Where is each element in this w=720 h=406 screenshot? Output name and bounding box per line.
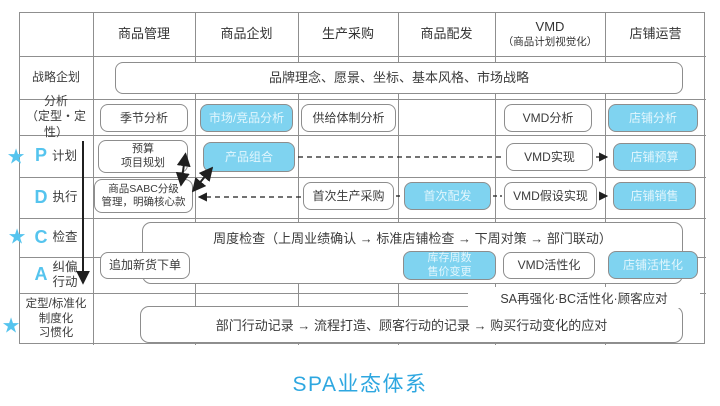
grid-vline-6 bbox=[605, 12, 606, 345]
diagram-title: SPA业态体系 bbox=[292, 373, 428, 396]
vmd-realization-box: VMD实现 bbox=[506, 143, 593, 171]
sabc-grading-box: 商品SABC分级 管理，明确核心款 bbox=[94, 179, 193, 213]
inventory-weeks-price-change-box: 库存周数 售价变更 bbox=[403, 251, 496, 280]
vmd-analysis-box: VMD分析 bbox=[504, 104, 592, 132]
weekly-check-text: 周度检查（上周业绩确认 → 标准店铺检查 → 下周对策 → 部门联动） bbox=[213, 231, 612, 246]
vmd-hypothesis-realization-box: VMD假设实现 bbox=[504, 182, 597, 210]
row-header-strategic-planning: 战略企划 bbox=[31, 69, 80, 84]
department-action-box: 部门行动记录 → 流程打造、顾客行动的记录 → 购买行动变化的应对 bbox=[140, 306, 683, 343]
star-icon: ★ bbox=[1, 314, 21, 338]
grid-vline-1 bbox=[93, 12, 94, 345]
store-budget-box: 店铺预算 bbox=[613, 143, 696, 171]
product-mix-box: 产品组合 bbox=[203, 142, 295, 172]
store-activation-box: 店铺活性化 bbox=[608, 251, 698, 279]
star-icon: ★ bbox=[7, 225, 27, 249]
grid-hline-4 bbox=[19, 177, 706, 178]
store-sales-box: 店铺销售 bbox=[613, 182, 696, 210]
grid-hline-5 bbox=[19, 218, 706, 219]
budget-project-plan-box: 预算 项目规划 bbox=[98, 140, 188, 173]
supply-system-analysis-box: 供给体制分析 bbox=[301, 104, 396, 132]
vmd-activation-box: VMD活性化 bbox=[503, 252, 595, 279]
grid-hline-3 bbox=[19, 135, 706, 136]
grid-vline-3 bbox=[298, 12, 299, 345]
column-header-production-purchasing: 生产采购 bbox=[321, 25, 374, 41]
column-header-merchandise-allocation: 商品配发 bbox=[420, 25, 473, 41]
star-icon: ★ bbox=[6, 145, 26, 169]
season-analysis-box: 季节分析 bbox=[100, 104, 188, 132]
first-allocation-box: 首次配发 bbox=[404, 182, 491, 210]
grid-hline-2 bbox=[19, 99, 706, 100]
first-production-purchase-box: 首次生产采购 bbox=[303, 182, 394, 210]
grid-hline-7 bbox=[19, 293, 706, 294]
additional-order-box: 追加新货下单 bbox=[100, 252, 190, 279]
row-header-standardization: 定型/标准化 制度化 习惯化 bbox=[25, 297, 87, 340]
grid-vline-4 bbox=[398, 12, 399, 345]
sa-bc-note: SA再强化·BC活性化·顾客应对 bbox=[468, 287, 700, 308]
row-header-analysis: 分析 （定型・定性） bbox=[25, 93, 86, 139]
grid-hline-1 bbox=[19, 56, 706, 57]
column-header-merchandise-management: 商品管理 bbox=[117, 25, 170, 41]
column-header-merchandise-planning: 商品企划 bbox=[220, 25, 273, 41]
column-header-vmd: VMD（商品计划视觉化） bbox=[502, 19, 598, 48]
strategy-span-box: 品牌理念、愿景、坐标、基本风格、市场战略 bbox=[115, 62, 683, 94]
column-header-store-operations: 店铺运营 bbox=[629, 25, 682, 41]
market-competitor-analysis-box: 市场/竞品分析 bbox=[200, 104, 293, 132]
grid-vline-5 bbox=[495, 12, 496, 345]
store-analysis-box: 店铺分析 bbox=[608, 104, 698, 132]
table-outer-border bbox=[19, 12, 705, 344]
